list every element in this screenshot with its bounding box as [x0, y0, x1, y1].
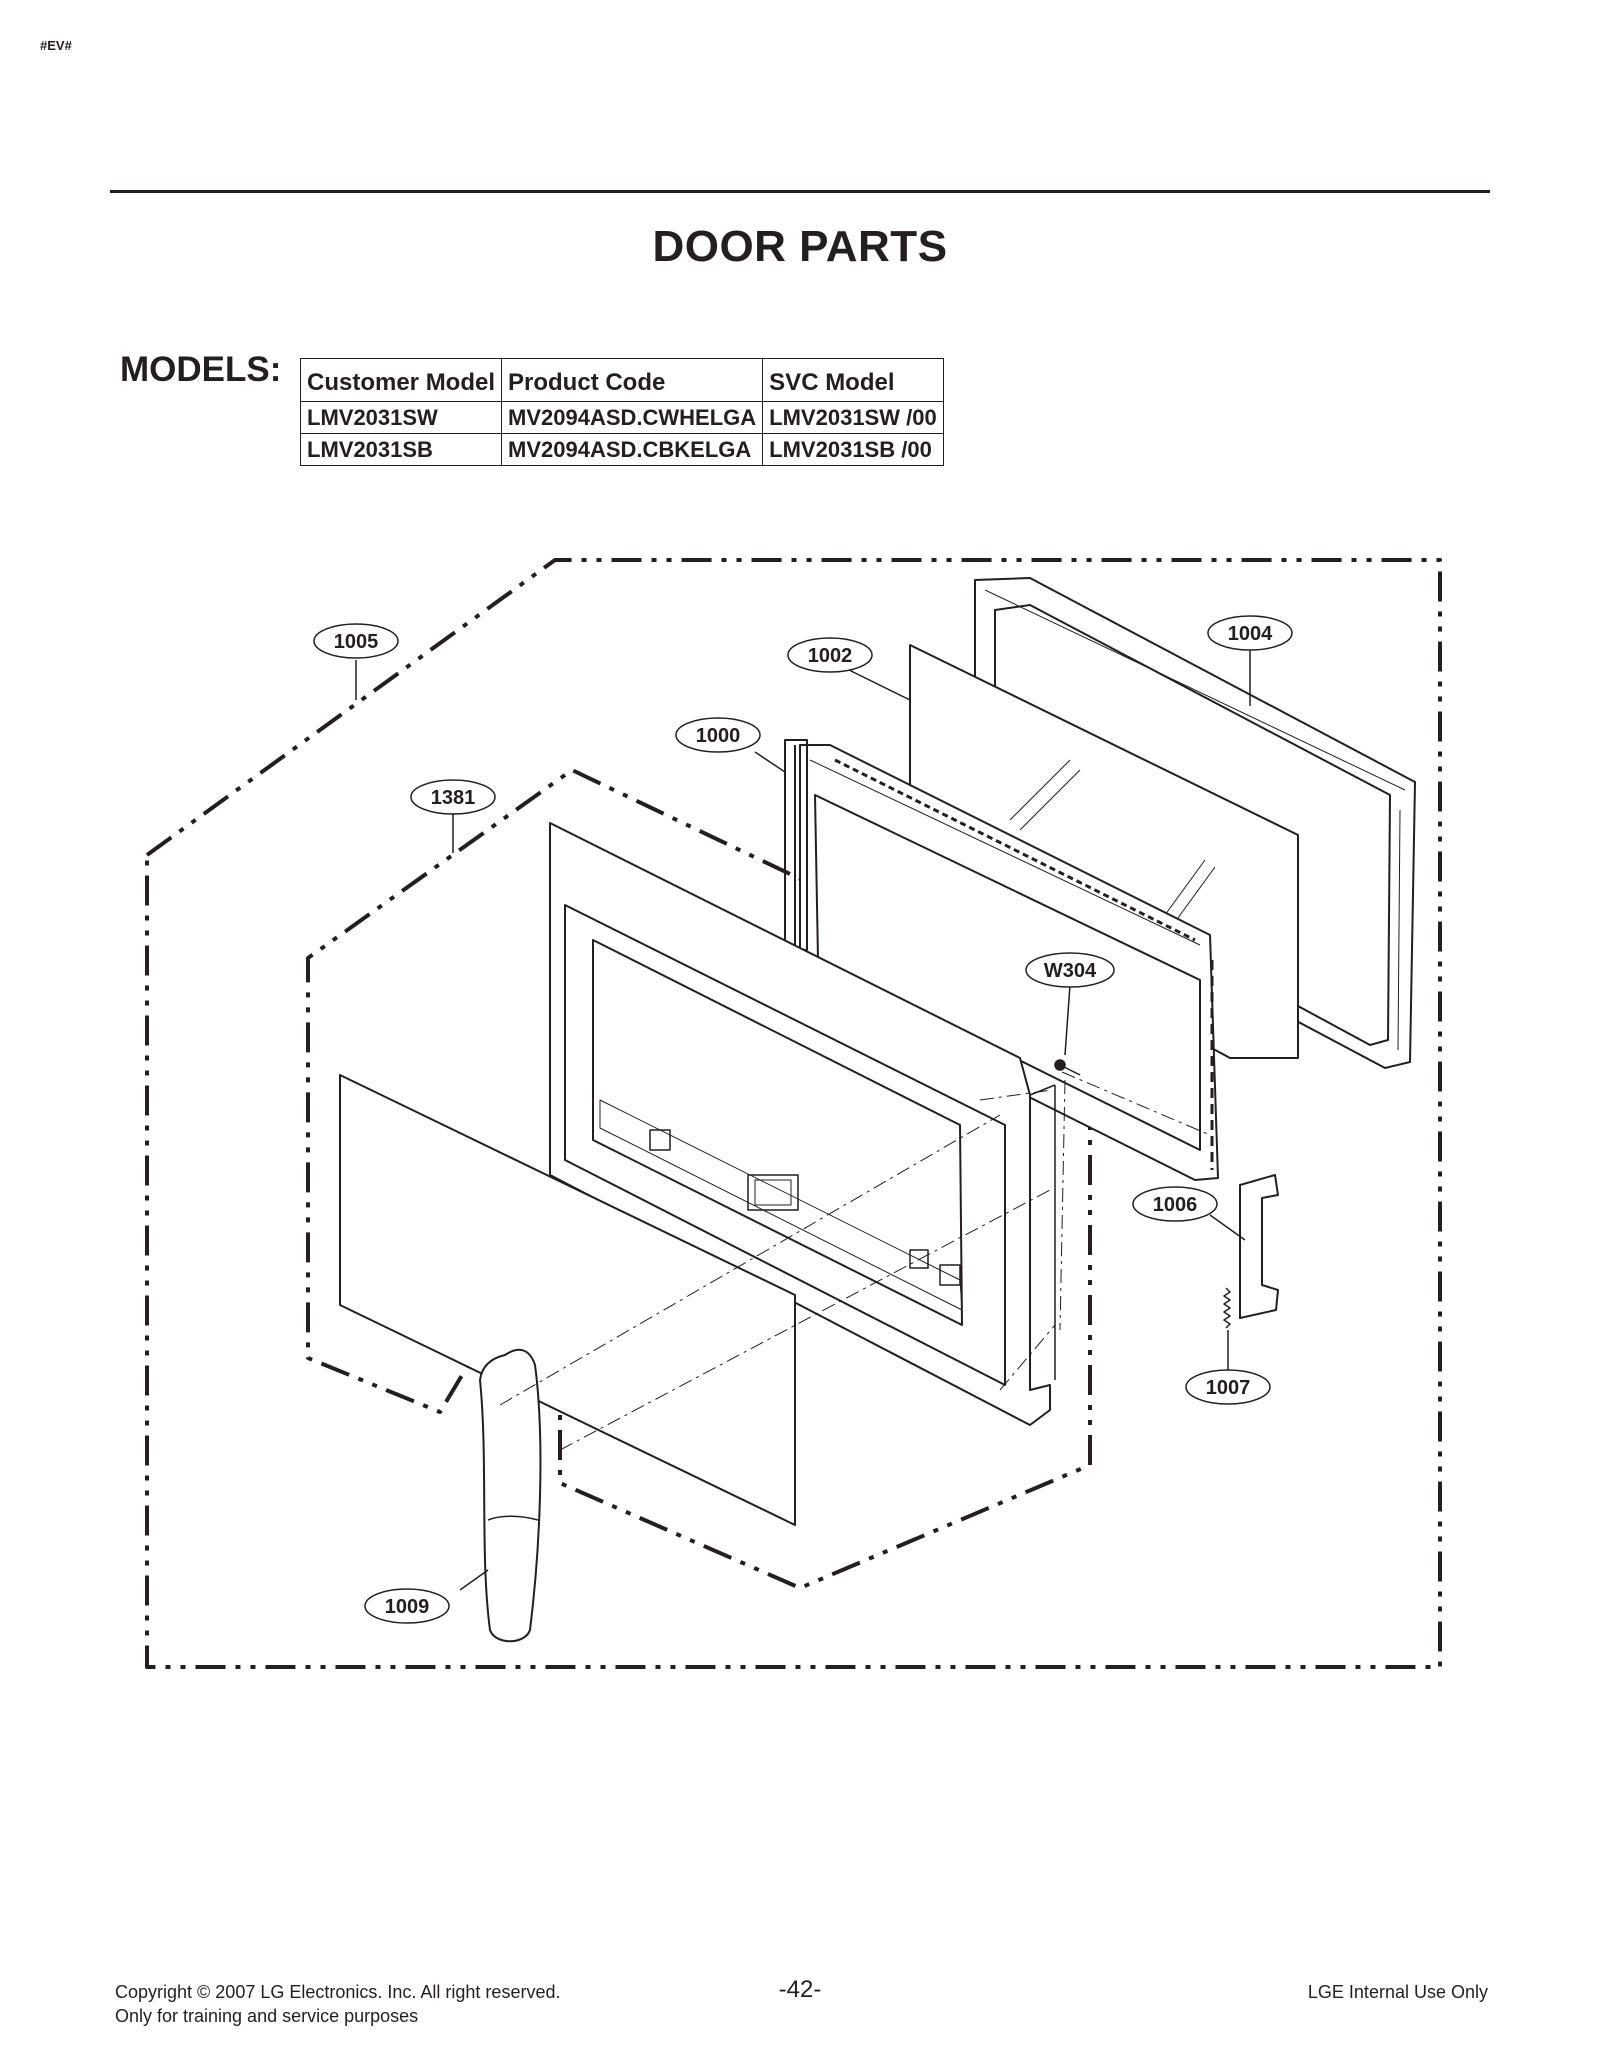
alignment-lines	[499, 1071, 1211, 1451]
callout-1004-label: 1004	[1228, 623, 1273, 645]
callout-1005-label: 1005	[334, 631, 379, 653]
page-number: -42-	[778, 1976, 822, 2003]
models-label: MODELS:	[120, 350, 282, 389]
callout-1002-label: 1002	[808, 645, 853, 667]
table-row: LMV2031SB MV2094ASD.CBKELGA LMV2031SB /0…	[299, 433, 944, 466]
callout-1007: 1007	[1185, 1369, 1271, 1405]
cell-customer-model: LMV2031SW	[299, 401, 503, 434]
callout-1006-label: 1006	[1153, 1194, 1198, 1216]
door-main-frame-1000	[784, 739, 1219, 1181]
cell-product-code: MV2094ASD.CBKELGA	[501, 433, 764, 466]
footer-copyright: Copyright © 2007 LG Electronics. Inc. Al…	[115, 1982, 561, 2002]
callout-1000: 1000	[675, 717, 761, 753]
footer-left: Copyright © 2007 LG Electronics. Inc. Al…	[115, 1980, 560, 2028]
footer-internal: LGE Internal Use Only	[1307, 1982, 1488, 2002]
table-header-row: Customer Model Product Code SVC Model	[299, 358, 944, 402]
callout-1006: 1006	[1132, 1186, 1218, 1222]
callout-w304-label: W304	[1044, 960, 1097, 982]
front-cover-1381	[549, 822, 1056, 1426]
cell-product-code: MV2094ASD.CWHELGA	[501, 401, 764, 434]
leader-lines	[355, 648, 1251, 1591]
callout-1007-label: 1007	[1206, 1377, 1251, 1399]
header-svc-model: SVC Model	[762, 358, 944, 402]
cell-customer-model: LMV2031SB	[299, 433, 503, 466]
page-title: DOOR PARTS	[652, 222, 948, 271]
cell-svc-model: LMV2031SB /00	[762, 433, 944, 466]
door-handle-1009	[479, 1348, 542, 1643]
callout-1381-label: 1381	[431, 787, 476, 809]
screw-w304	[1054, 1059, 1081, 1076]
front-glass-panel	[339, 1074, 796, 1526]
callout-1002: 1002	[787, 637, 873, 673]
cell-svc-model: LMV2031SW /00	[762, 401, 944, 434]
callout-1009: 1009	[364, 1588, 450, 1624]
callout-1005: 1005	[313, 623, 399, 659]
door-latch-1006	[1239, 1174, 1279, 1319]
footer-purpose: Only for training and service purposes	[115, 2006, 419, 2026]
header-rule	[110, 190, 1490, 193]
models-table: Customer Model Product Code SVC Model LM…	[299, 358, 944, 466]
corner-tag: #EV#	[40, 38, 72, 53]
spring-1007	[1223, 1287, 1231, 1329]
table-row: LMV2031SW MV2094ASD.CWHELGA LMV2031SW /0…	[299, 401, 944, 434]
callout-1004: 1004	[1207, 615, 1293, 651]
callout-w304: W304	[1025, 952, 1115, 988]
outer-boundary	[145, 558, 1442, 1669]
header-product-code: Product Code	[501, 358, 764, 402]
header-customer-model: Customer Model	[299, 358, 503, 402]
callout-1009-label: 1009	[385, 1596, 430, 1618]
callout-1381: 1381	[410, 779, 496, 815]
callout-1000-label: 1000	[696, 725, 741, 747]
